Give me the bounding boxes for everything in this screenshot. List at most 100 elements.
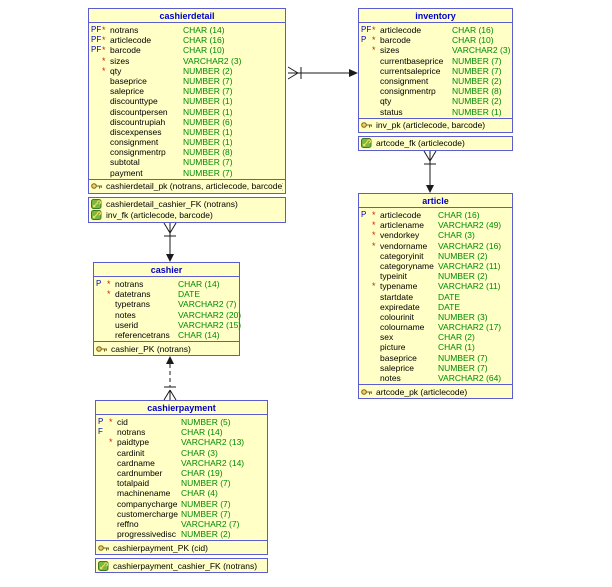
column-name: baseprice	[380, 352, 417, 363]
required-asterisk: *	[102, 65, 106, 76]
entity-title[interactable]: cashierpayment	[96, 401, 267, 415]
foreign-key-label: artcode_fk (articlecode)	[376, 138, 465, 149]
foreign-key-row: cashierdetail_cashier_FK (notrans)	[91, 199, 283, 210]
column-type: NUMBER (1)	[183, 137, 233, 148]
column-type: NUMBER (3)	[438, 311, 488, 322]
required-asterisk: *	[107, 289, 111, 300]
crow-foot-many-end	[424, 151, 436, 161]
column-type: CHAR (3)	[181, 447, 218, 458]
primary-key-icon	[96, 344, 108, 354]
entity-title[interactable]: article	[359, 194, 512, 208]
column-type: NUMBER (7)	[183, 167, 233, 178]
required-asterisk: *	[372, 35, 376, 46]
column-name: colourinit	[380, 311, 415, 322]
column-name: typeinit	[380, 271, 407, 282]
column-type: NUMBER (7)	[181, 498, 231, 509]
column-name: startdate	[380, 291, 414, 302]
column-type: VARCHAR2 (11)	[438, 281, 501, 292]
column-type: VARCHAR2 (15)	[178, 319, 242, 330]
column-type: CHAR (1)	[438, 342, 475, 353]
column-name: articlecode	[110, 35, 152, 46]
required-asterisk: *	[102, 35, 106, 46]
column-name: sizes	[380, 45, 400, 56]
column-type: CHAR (14)	[183, 25, 225, 35]
column-row: typeinit NUMBER (2)	[359, 271, 512, 281]
primary-key-label: artcode_pk (articlecode)	[376, 386, 468, 397]
foreign-key-row: cashierpayment_cashier_FK (notrans)	[98, 560, 265, 571]
relationship-cashierdetail-inventory[interactable]	[288, 67, 358, 79]
column-row: colourinit NUMBER (3)	[359, 312, 512, 322]
entity-title[interactable]: inventory	[359, 9, 512, 23]
column-name: reffno	[117, 518, 139, 529]
column-name: barcode	[380, 35, 411, 46]
column-type: CHAR (3)	[438, 230, 475, 241]
column-name: vendorkey	[380, 230, 420, 241]
column-type: NUMBER (7)	[452, 65, 502, 76]
column-name: sex	[380, 332, 394, 343]
column-name: currentsaleprice	[380, 65, 441, 76]
relationship-cashierpayment-cashier[interactable]	[164, 356, 176, 400]
column-type: CHAR (10)	[452, 35, 494, 46]
column-type: NUMBER (2)	[183, 65, 233, 76]
entity-fk-section: cashierpayment_cashier_FK (notrans)	[95, 558, 268, 574]
column-row: payment NUMBER (7)	[89, 168, 285, 178]
column-type: NUMBER (2)	[181, 529, 231, 540]
column-name: referencetrans	[115, 329, 170, 340]
column-name: consignmentrp	[110, 147, 166, 158]
column-row: P * barcode CHAR (10)	[359, 35, 512, 45]
column-type: NUMBER (8)	[452, 86, 502, 97]
foreign-key-row: artcode_fk (articlecode)	[361, 138, 510, 149]
column-name: colourname	[380, 322, 425, 333]
required-asterisk: *	[102, 25, 106, 35]
column-type: NUMBER (1)	[452, 106, 502, 117]
entity-pk-section: inv_pk (articlecode, barcode)	[359, 117, 512, 132]
column-type: VARCHAR2 (17)	[438, 322, 502, 333]
required-asterisk: *	[372, 281, 376, 292]
column-name: consignment	[380, 75, 429, 86]
entity-fk-section: cashierdetail_cashier_FK (notrans)inv_fk…	[88, 196, 286, 223]
entity-title[interactable]: cashier	[94, 263, 239, 277]
column-name: discountrupiah	[110, 116, 166, 127]
entity-title[interactable]: cashierdetail	[89, 9, 285, 23]
column-type: CHAR (4)	[181, 488, 218, 499]
column-name: cid	[117, 417, 128, 427]
key-marker-label: P	[361, 35, 367, 45]
column-name: payment	[110, 167, 143, 178]
column-type: CHAR (10)	[183, 45, 225, 56]
column-type: VARCHAR2 (14)	[181, 457, 245, 468]
column-type: NUMBER (7)	[181, 508, 231, 519]
relationship-inventory-article[interactable]	[424, 151, 436, 193]
column-type: NUMBER (2)	[438, 271, 488, 282]
column-type: CHAR (14)	[181, 427, 223, 438]
column-type: DATE	[178, 289, 201, 300]
column-row: colourname VARCHAR2 (17)	[359, 322, 512, 332]
required-asterisk: *	[372, 45, 376, 56]
relationship-cashierdetail-cashier[interactable]	[164, 223, 176, 262]
entity-pk-section: cashierdetail_pk (notrans, articlecode, …	[89, 178, 285, 193]
entity-fk-section: artcode_fk (articlecode)	[358, 135, 513, 151]
